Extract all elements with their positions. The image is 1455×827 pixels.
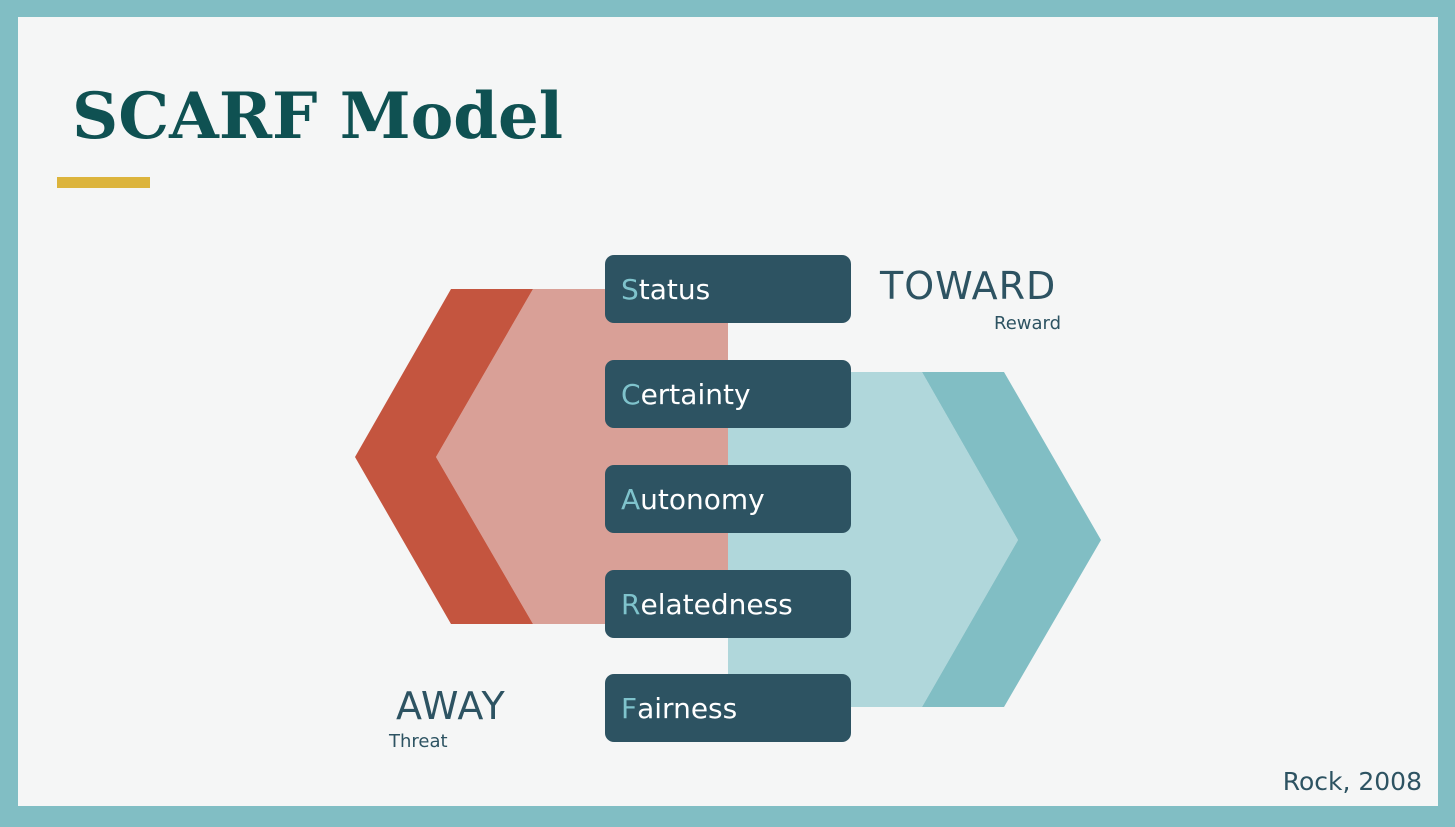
away-arrow-dark <box>355 289 533 624</box>
slide-title: SCARF Model <box>72 79 564 154</box>
toward-arrow-dark <box>922 372 1101 707</box>
toward-label: TOWARD <box>880 264 1057 308</box>
domain-initial: F <box>621 691 638 725</box>
domain-initial: S <box>621 272 639 306</box>
domain-rest: tatus <box>638 272 711 306</box>
domain-initial: R <box>621 587 641 621</box>
domain-rest: airness <box>637 691 738 725</box>
domain-initial: A <box>621 482 641 516</box>
domain-rest: utonomy <box>640 482 765 516</box>
domain-initial: C <box>621 377 641 411</box>
domain-rest: elatedness <box>640 587 793 621</box>
citation: Rock, 2008 <box>1282 767 1422 796</box>
title-underline <box>57 177 150 188</box>
toward-sublabel: Reward <box>994 313 1062 334</box>
away-label: AWAY <box>396 684 506 728</box>
domain-rest: ertainty <box>640 377 751 411</box>
away-sublabel: Threat <box>389 731 448 752</box>
